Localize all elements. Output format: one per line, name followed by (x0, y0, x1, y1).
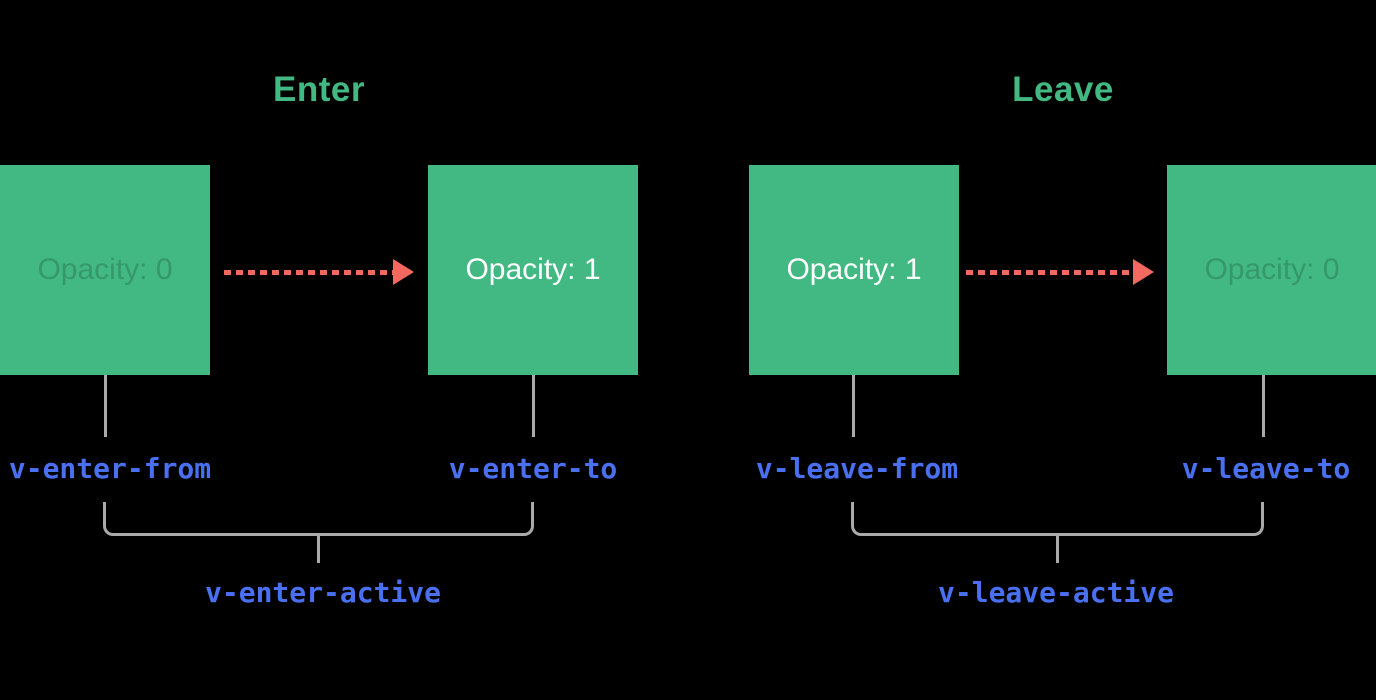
enter-to-class-label: v-enter-to (448, 452, 618, 485)
dashed-line (224, 269, 393, 275)
leave-to-connector-line (1262, 375, 1265, 437)
leave-active-class-label: v-leave-active (937, 576, 1175, 609)
enter-from-class-label: v-enter-from (8, 452, 212, 485)
enter-from-box-label: Opacity: 0 (37, 253, 173, 286)
enter-to-connector-line (532, 375, 535, 437)
leave-transition-arrow (966, 259, 1154, 285)
leave-active-bracket-tick (1056, 536, 1059, 563)
enter-section-title: Enter (273, 70, 365, 109)
enter-transition-arrow (224, 259, 414, 285)
leave-section-title: Leave (1012, 70, 1114, 109)
leave-from-box-label: Opacity: 1 (786, 253, 922, 286)
enter-active-bracket-tick (317, 536, 320, 563)
enter-active-bracket (103, 502, 534, 536)
leave-to-class-label: v-leave-to (1181, 452, 1351, 485)
leave-from-class-label: v-leave-from (755, 452, 959, 485)
enter-from-box: Opacity: 0 (0, 165, 210, 375)
enter-active-class-label: v-enter-active (204, 576, 442, 609)
enter-to-box: Opacity: 1 (428, 165, 638, 375)
enter-to-box-label: Opacity: 1 (465, 253, 601, 286)
leave-from-box: Opacity: 1 (749, 165, 959, 375)
dashed-line (966, 269, 1133, 275)
arrow-right-icon (393, 259, 414, 285)
leave-to-box-label: Opacity: 0 (1204, 253, 1340, 286)
enter-from-connector-line (104, 375, 107, 437)
leave-to-box: Opacity: 0 (1167, 165, 1376, 375)
leave-from-connector-line (852, 375, 855, 437)
leave-active-bracket (851, 502, 1264, 536)
arrow-right-icon (1133, 259, 1154, 285)
